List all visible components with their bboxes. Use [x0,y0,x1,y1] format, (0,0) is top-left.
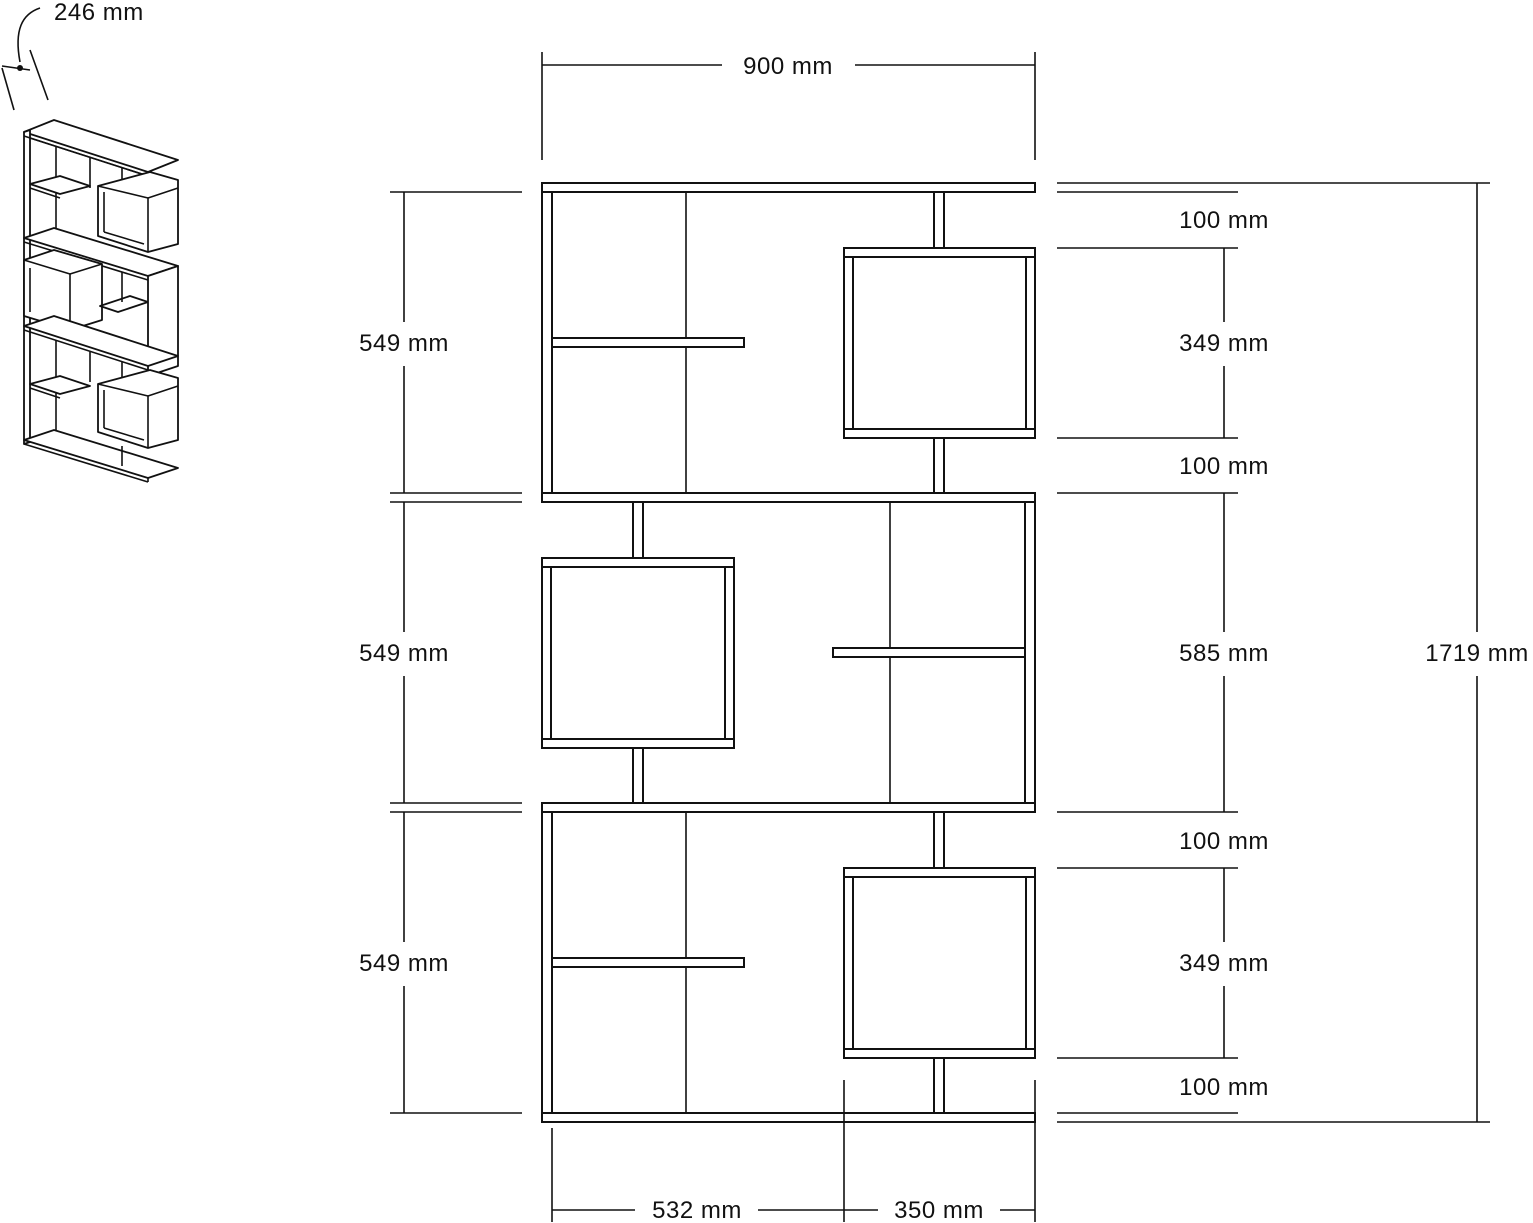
isometric-view: 246 mm [1,0,179,483]
iso-divider-2 [23,315,179,367]
bottom-dim-label-2: 350 mm [894,1197,984,1223]
width-label: 900 mm [743,53,833,80]
post-row-3-top [933,811,945,869]
iso-shelf-3 [29,375,91,395]
bottom-panel [541,1112,1036,1123]
post-row-2-bottom [632,747,644,804]
total-height-label: 1719 mm [1425,640,1529,667]
post-row-1-top [933,191,945,249]
divider-panel-2 [541,802,1036,813]
divider-panel-1 [541,492,1036,503]
row-height-label-2: 549 mm [359,640,449,667]
shelf-row-2 [832,647,1026,658]
right-dim-label-5: 100 mm [1179,828,1269,855]
right-dim-label-3: 100 mm [1179,453,1269,480]
dimension-labels: 900 mm 549 mm 549 mm 549 mm 100 mm 349 m… [359,53,1529,1223]
cube-row-3 [843,867,1036,1059]
dimension-lines [390,52,1490,1222]
left-side-row-1 [541,191,553,494]
iso-shelf-2 [99,295,149,313]
post-row-3-bottom [933,1057,945,1114]
iso-bottom-panel [23,429,179,479]
right-dim-label-4: 585 mm [1179,640,1269,667]
depth-label: 246 mm [54,0,144,26]
row-height-label-1: 549 mm [359,330,449,357]
top-panel [541,182,1036,193]
iso-box-3 [97,369,179,449]
left-side-row-3 [541,811,553,1114]
iso-top-panel [23,119,179,173]
depth-indicator [1,7,49,111]
cube-row-2 [541,557,735,749]
post-row-2-top [632,501,644,559]
iso-shelf-1 [29,175,91,195]
shelf-row-1 [551,337,745,348]
front-elevation [541,182,1036,1123]
row-height-label-3: 549 mm [359,950,449,977]
post-row-1-bottom [933,437,945,494]
right-dim-label-7: 100 mm [1179,1074,1269,1101]
right-side-row-2 [1024,501,1036,804]
right-dim-label-1: 100 mm [1179,207,1269,234]
right-dim-label-6: 349 mm [1179,950,1269,977]
shelf-row-3 [551,957,745,968]
bottom-dim-label-1: 532 mm [652,1197,742,1223]
cube-row-1 [843,247,1036,439]
right-dim-label-2: 349 mm [1179,330,1269,357]
iso-box-1 [97,171,179,253]
